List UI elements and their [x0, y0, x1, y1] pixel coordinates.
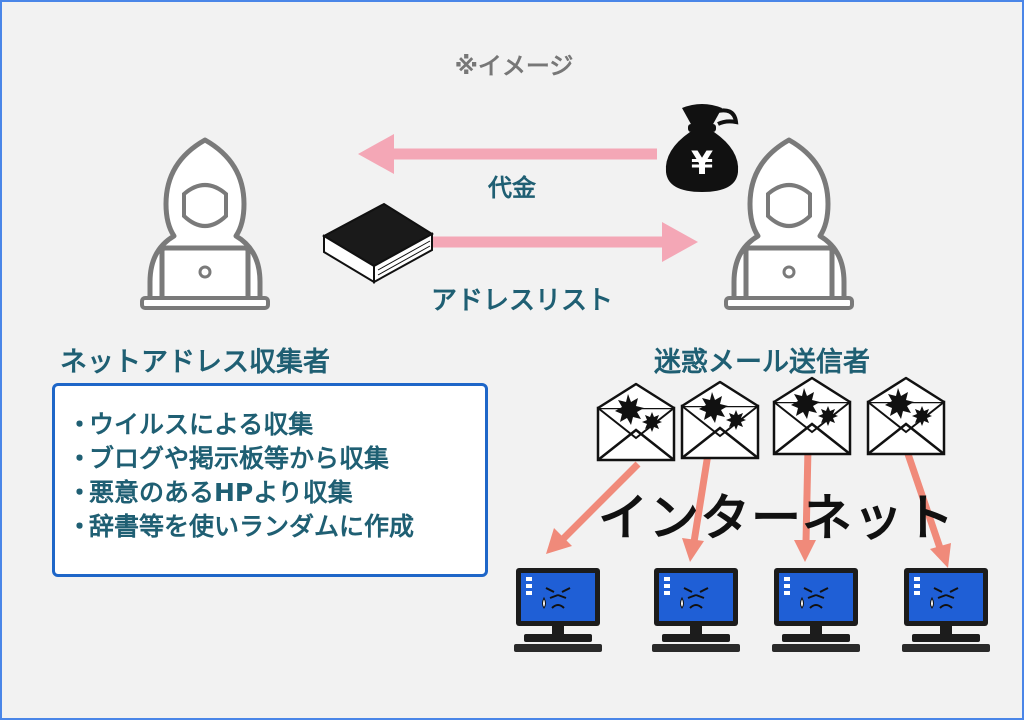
virus-envelope-icon — [772, 376, 852, 456]
virus-envelope-icon — [596, 382, 676, 462]
money-bag-symbol: ¥ — [690, 144, 714, 182]
internet-label: インターネット — [598, 489, 955, 547]
virus-envelope-icon — [680, 380, 760, 460]
crying-computer-icon — [513, 567, 603, 653]
collection-methods-box: ・ウイルスによる収集 ・ブログや掲示板等から収集 ・悪意のあるHPより収集 ・辞… — [52, 383, 488, 577]
virus-envelope-icon — [866, 376, 946, 456]
method-item: ・辞書等を使いランダムに作成 — [67, 512, 415, 541]
method-item: ・ウイルスによる収集 — [67, 410, 314, 439]
collector-hacker-icon — [140, 132, 270, 312]
crying-computer-icon — [771, 567, 861, 653]
address-list-label: アドレスリスト — [430, 286, 613, 316]
method-item: ・ブログや掲示板等から収集 — [67, 444, 390, 473]
spammer-hacker-icon — [724, 132, 854, 312]
collector-label: ネットアドレス収集者 — [60, 347, 330, 378]
payment-label: 代金 — [488, 174, 536, 202]
method-item: ・悪意のあるHPより収集 — [67, 478, 353, 507]
collection-methods-list: ・ウイルスによる収集 ・ブログや掲示板等から収集 ・悪意のあるHPより収集 ・辞… — [67, 408, 485, 544]
yen-money-bag-icon — [665, 104, 739, 192]
image-note: ※イメージ — [454, 52, 574, 80]
crying-computer-icon — [651, 567, 741, 653]
crying-computer-icon — [901, 567, 991, 653]
spam-arrowhead — [546, 528, 572, 554]
address-book-icon — [321, 202, 434, 284]
spammer-label: 迷惑メール送信者 — [654, 347, 870, 378]
